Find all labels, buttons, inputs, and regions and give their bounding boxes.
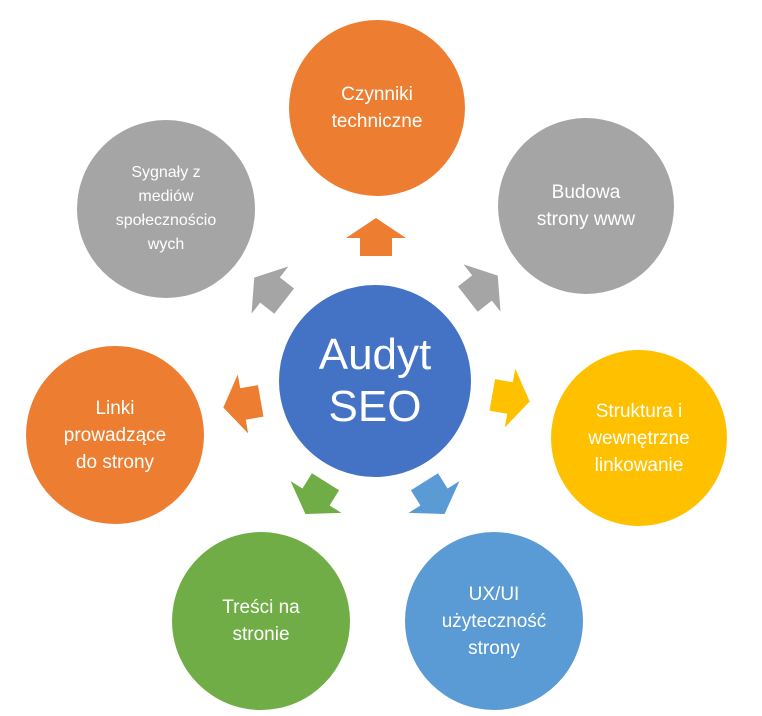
node-content-label: Treści na stronie [222,597,300,645]
node-content: Treści na stronie [172,532,350,710]
node-tech: Czynniki techniczne [289,20,465,196]
node-social-label: Sygnały z mediów społecznościo wych [115,164,217,253]
node-ux-label: UX/UI użyteczność strony [441,583,547,659]
node-tech-label: Czynniki techniczne [331,84,423,132]
center-label: Audyt SEO [318,330,432,431]
node-build-label: Budowa strony www [536,182,636,230]
node-links: Linki prowadzące do strony [26,346,204,524]
arrow-to-build [449,252,517,323]
arrow-to-links [218,371,266,438]
center-node: Audyt SEO [276,282,474,480]
node-struct-label: Struktura i wewnętrzne linkowanie [588,400,690,476]
arrow-to-content [279,465,351,530]
node-build: Budowa strony www [498,118,674,294]
arrow-to-social [235,254,303,325]
node-struct: Struktura i wewnętrzne linkowanie [551,350,727,526]
node-social: Sygnały z mediów społecznościo wych [77,120,255,298]
node-ux: UX/UI użyteczność strony [405,532,583,710]
arrow-to-ux [399,465,471,530]
node-links-label: Linki prowadzące do strony [63,397,167,473]
arrow-to-tech [346,218,406,256]
arrow-to-struct [487,365,535,432]
